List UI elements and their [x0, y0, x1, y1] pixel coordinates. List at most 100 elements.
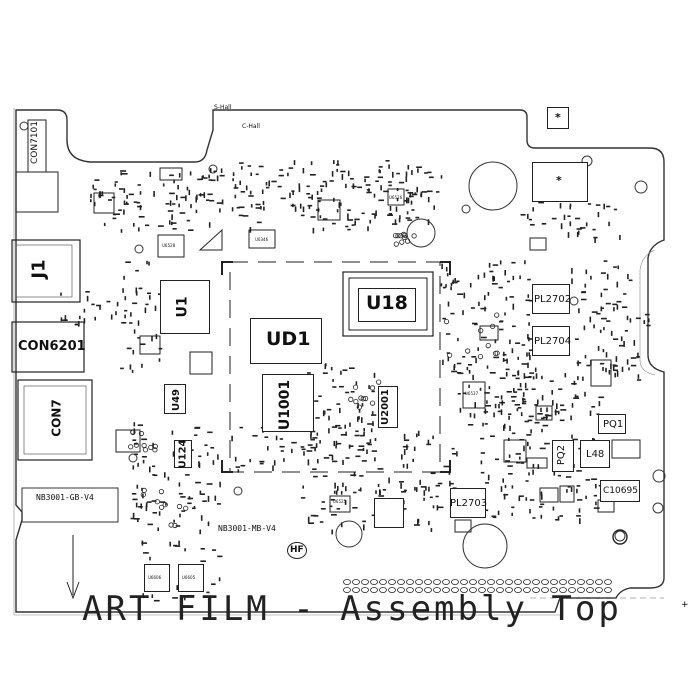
- smd-part: [207, 431, 213, 434]
- smd-part: [312, 437, 318, 439]
- connector-pad: [469, 579, 477, 585]
- smd-part: [291, 448, 293, 454]
- smd-part: [340, 522, 343, 528]
- smd-part: [416, 186, 418, 193]
- smd-part: [481, 336, 487, 339]
- smd-part: [133, 223, 135, 227]
- smd-part: [427, 196, 430, 203]
- via: [399, 239, 405, 245]
- smd-part: [96, 304, 101, 307]
- smd-part: [389, 206, 392, 211]
- smd-part: [145, 303, 149, 306]
- smd-part: [302, 206, 305, 213]
- smd-part: [459, 407, 462, 413]
- connector-pad: [541, 579, 549, 585]
- smd-part: [433, 205, 435, 210]
- smd-part: [357, 186, 362, 189]
- connector-pad: [487, 587, 495, 593]
- smd-part: [220, 168, 223, 173]
- smd-part: [347, 209, 351, 211]
- c-hall-label: C-Hall: [242, 123, 260, 130]
- smd-part: [157, 527, 159, 531]
- smd-part: [178, 482, 181, 487]
- via: [398, 233, 404, 239]
- connector-pad: [586, 579, 594, 585]
- smd-part: [512, 325, 516, 328]
- smd-part: [526, 352, 528, 357]
- smd-part: [603, 203, 605, 210]
- c10695-label: C10695: [603, 486, 638, 496]
- smd-part: [637, 352, 639, 359]
- pl2704-chip: [532, 326, 570, 356]
- connector-pad: [451, 587, 459, 593]
- chip-footprint: [93, 192, 115, 214]
- smd-part: [316, 191, 319, 195]
- smd-part: [520, 462, 525, 464]
- smd-part: [503, 493, 509, 496]
- smd-part: [302, 168, 305, 174]
- smd-part: [520, 412, 523, 417]
- smd-part: [317, 200, 321, 203]
- connector-pad: [604, 579, 612, 585]
- smd-part: [480, 437, 485, 440]
- smd-part: [571, 268, 573, 274]
- smd-part: [108, 199, 112, 201]
- smd-part: [93, 201, 96, 207]
- smd-part: [577, 230, 580, 235]
- smd-part: [405, 189, 409, 192]
- smd-part: [610, 363, 612, 369]
- smd-part: [593, 494, 597, 497]
- smd-part: [394, 219, 397, 225]
- smd-part: [412, 458, 414, 462]
- smd-part: [123, 275, 125, 280]
- smd-part: [316, 432, 319, 436]
- smd-part: [405, 176, 408, 182]
- smd-part: [501, 400, 504, 406]
- smd-part: [186, 219, 191, 222]
- smd-part: [528, 299, 533, 302]
- chip-footprint: [248, 229, 276, 249]
- smd-part: [339, 385, 344, 388]
- smd-part: [93, 188, 97, 191]
- smd-part: [403, 449, 406, 455]
- smd-part: [613, 338, 619, 340]
- smd-part: [231, 207, 234, 212]
- smd-part: [586, 364, 591, 367]
- smd-part: [516, 408, 519, 412]
- smd-part: [430, 528, 433, 532]
- smd-part: [363, 524, 365, 531]
- smd-part: [128, 193, 134, 196]
- smd-part: [416, 166, 422, 168]
- smd-part: [273, 460, 276, 466]
- smd-part: [406, 211, 409, 215]
- smd-part: [600, 272, 606, 274]
- smd-part: [98, 194, 100, 198]
- smd-part: [463, 392, 467, 395]
- smd-part: [359, 475, 364, 477]
- c10695-chip: [600, 480, 640, 502]
- smd-part: [213, 170, 217, 173]
- smd-part: [333, 197, 335, 202]
- smd-part: [383, 190, 389, 193]
- u124-chip: [174, 440, 192, 468]
- pq1-chip: [598, 414, 626, 434]
- smd-part: [141, 438, 148, 441]
- smd-part: [410, 200, 413, 205]
- smd-part: [489, 372, 496, 374]
- smd-part: [367, 443, 372, 446]
- smd-part: [125, 261, 131, 263]
- via: [158, 488, 164, 495]
- smd-part: [494, 339, 497, 344]
- smd-part: [336, 209, 339, 213]
- smd-part: [446, 352, 450, 354]
- smd-part: [129, 322, 133, 324]
- smd-part: [576, 488, 578, 494]
- mount-hole: [335, 520, 363, 548]
- smd-part: [271, 180, 277, 183]
- smd-part: [493, 276, 495, 281]
- smd-part: [292, 190, 294, 195]
- smd-part: [627, 273, 629, 280]
- smd-part: [613, 307, 615, 312]
- smd-part: [323, 457, 330, 459]
- smd-part: [483, 272, 486, 278]
